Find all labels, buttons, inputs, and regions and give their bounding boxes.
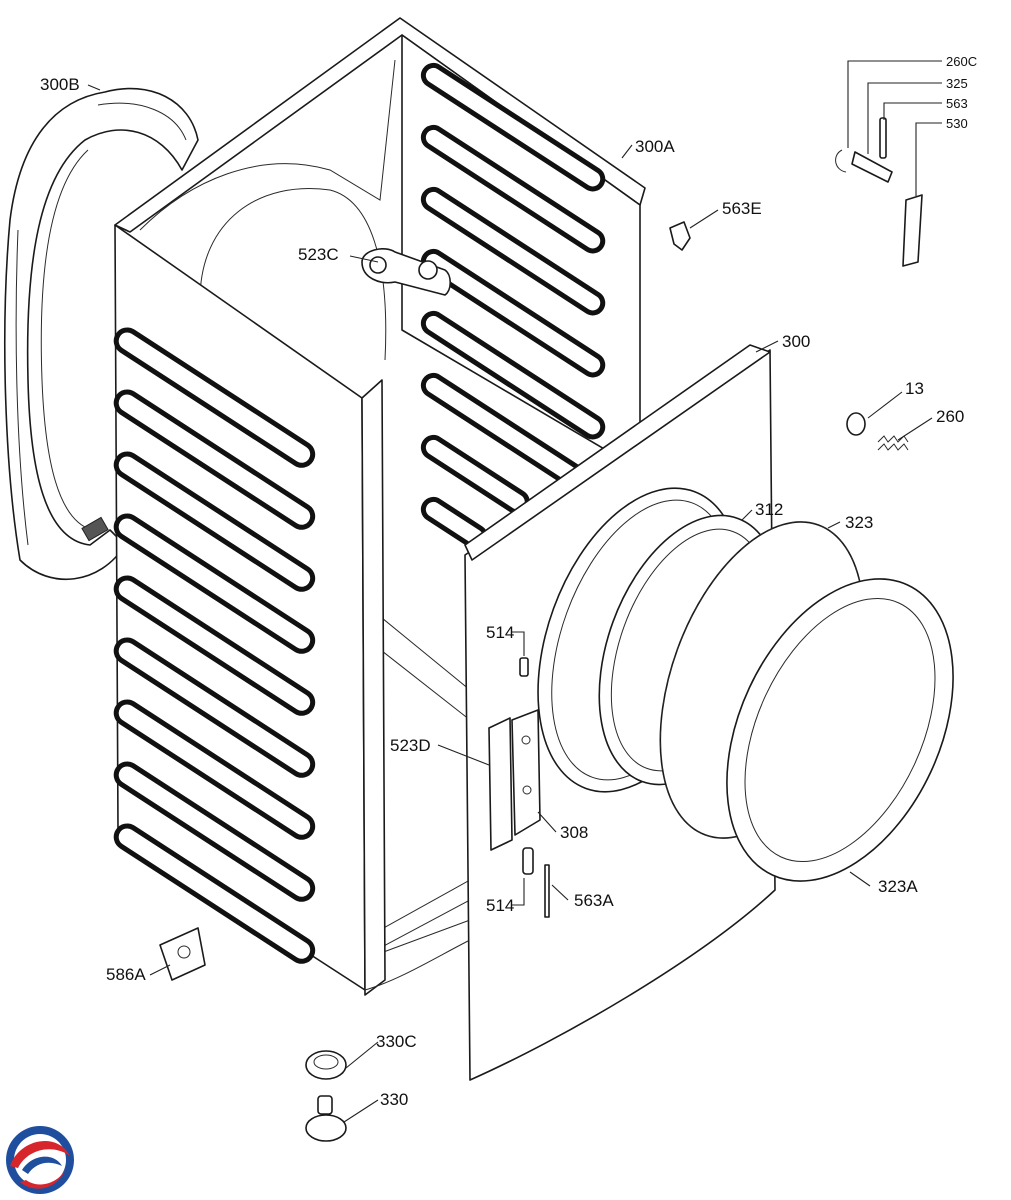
rear-gasket-part xyxy=(4,87,199,581)
label-300: 300 xyxy=(782,332,810,351)
label-300a: 300A xyxy=(635,137,675,156)
label-530: 530 xyxy=(946,116,968,131)
label-260c: 260C xyxy=(946,54,977,69)
label-13: 13 xyxy=(905,379,924,398)
label-563e: 563E xyxy=(722,199,762,218)
label-514-top: 514 xyxy=(486,623,514,642)
spring-260 xyxy=(877,435,909,451)
label-323: 323 xyxy=(845,513,873,532)
label-563a: 563A xyxy=(574,891,614,910)
callout-labels: 300B 300A 563E 523C 300 260C 325 563 530… xyxy=(40,54,977,1109)
label-330c: 330C xyxy=(376,1032,417,1051)
label-323a: 323A xyxy=(878,877,918,896)
label-300b: 300B xyxy=(40,75,80,94)
label-325: 325 xyxy=(946,76,968,91)
label-312: 312 xyxy=(755,500,783,519)
left-panel-ribs xyxy=(113,327,316,964)
pin-514-bottom xyxy=(522,847,534,875)
label-330: 330 xyxy=(380,1090,408,1109)
clip-563e xyxy=(669,221,691,251)
label-563: 563 xyxy=(946,96,968,111)
label-523c: 523C xyxy=(298,245,339,264)
bracket-586a xyxy=(159,927,206,981)
hinge-plate-523d xyxy=(488,709,541,851)
door-outer-ring-323a xyxy=(726,578,954,882)
leveling-foot-330 xyxy=(305,1095,347,1142)
label-523d: 523D xyxy=(390,736,431,755)
label-308: 308 xyxy=(560,823,588,842)
foot-cap-330c xyxy=(305,1050,347,1080)
rod-563a xyxy=(544,864,550,918)
brand-logo-icon xyxy=(6,1126,74,1194)
label-514-bottom: 514 xyxy=(486,896,514,915)
cap-13 xyxy=(846,412,866,436)
label-260: 260 xyxy=(936,407,964,426)
latch-assembly-parts xyxy=(835,117,923,267)
leader-lines xyxy=(87,60,942,1123)
label-586a: 586A xyxy=(106,965,146,984)
right-panel-ribs xyxy=(420,62,606,550)
pin-514-top xyxy=(519,657,529,677)
